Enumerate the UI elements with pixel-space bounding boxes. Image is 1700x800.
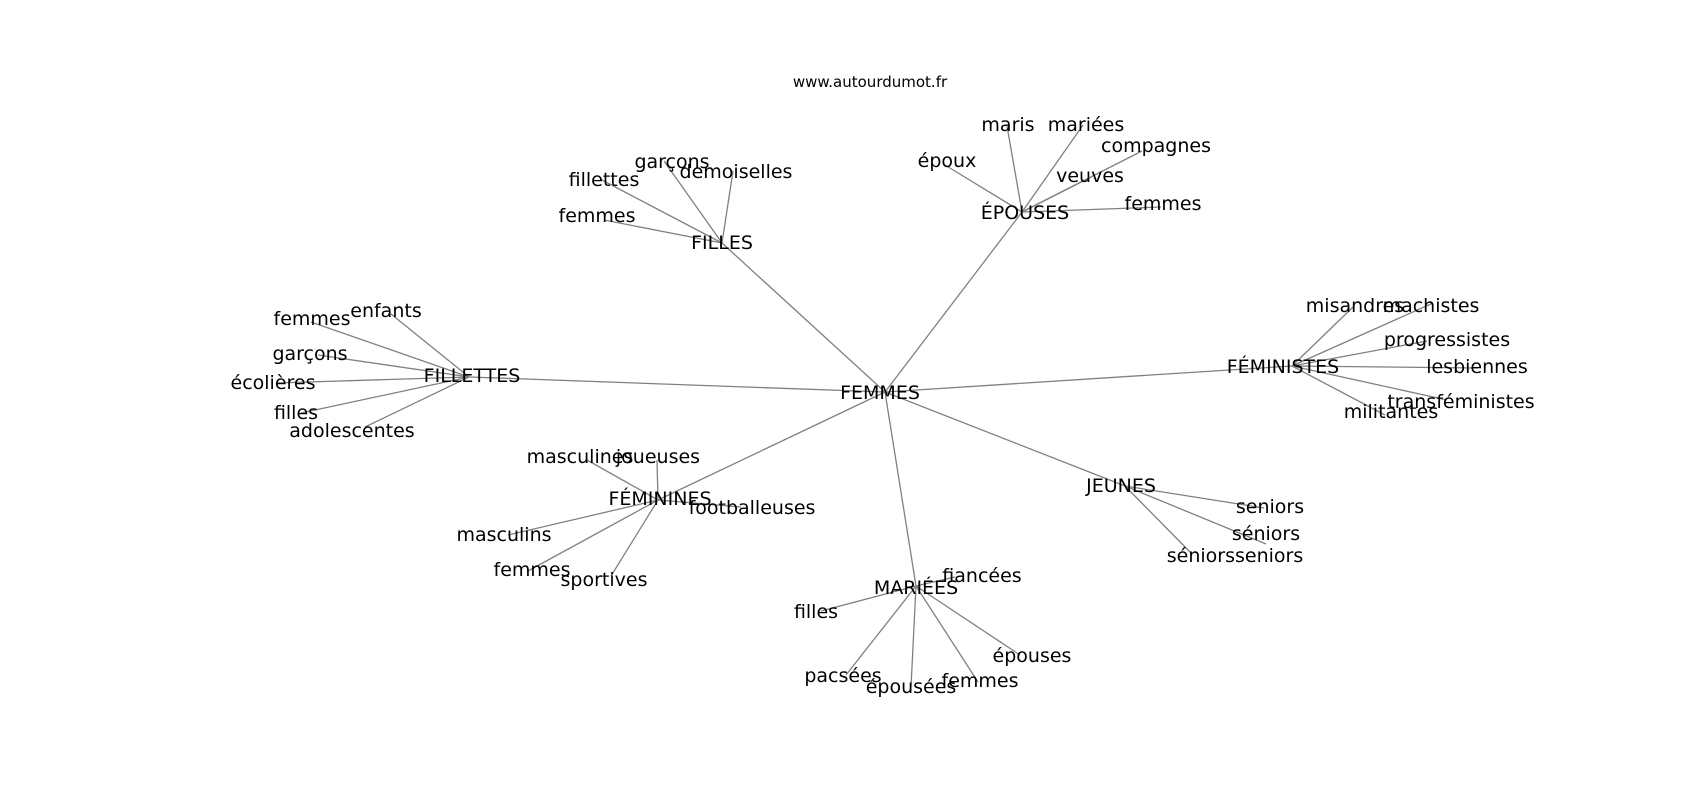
edge-filles-2 <box>721 170 734 244</box>
leaf-node-feministes-4: transféministes <box>1387 391 1534 413</box>
leaf-node-fillettes-5: adolescentes <box>289 420 414 442</box>
edge-feminines-5 <box>610 499 659 577</box>
edge-fillettes-2 <box>317 354 470 378</box>
cluster-node-feministes: FÉMINISTES <box>1227 355 1339 378</box>
leaf-node-mariees-0: fiancées <box>942 565 1021 587</box>
leaf-node-feministes-5: militantes <box>1344 401 1439 423</box>
edge-feminines-1 <box>656 459 659 501</box>
leaf-node-jeunes-2: séniorsseniors <box>1167 545 1304 567</box>
edge-epouses-2 <box>944 164 1023 213</box>
edge-feministes-2 <box>1291 340 1428 367</box>
leaf-node-mariees-2: épouses <box>993 645 1072 667</box>
edge-mariees-0 <box>915 576 956 587</box>
leaf-node-epouses-4: veuves <box>1056 165 1124 187</box>
leaf-node-fillettes-0: enfants <box>350 300 421 322</box>
leaf-node-epouses-2: époux <box>918 150 977 172</box>
leaf-node-filles-1: fillettes <box>569 169 640 191</box>
leaf-node-epouses-5: femmes <box>1125 193 1202 215</box>
edge-fillettes-0 <box>390 313 470 378</box>
edge-jeunes-0 <box>1124 485 1265 509</box>
leaf-node-filles-0: garçons <box>634 151 709 173</box>
leaf-node-jeunes-1: séniors <box>1232 523 1300 545</box>
edge-femmes-epouses <box>884 211 1023 393</box>
center-node: FEMMES <box>840 382 920 404</box>
edge-femmes-feminines <box>657 391 886 501</box>
leaf-node-epouses-3: compagnes <box>1101 135 1211 157</box>
leaf-node-mariees-1: filles <box>794 601 838 623</box>
cluster-node-fillettes: FILLETTES <box>424 365 521 387</box>
leaf-node-feminines-2: footballeuses <box>689 497 816 519</box>
edge-femmes-feministes <box>884 365 1293 393</box>
cluster-node-feminines: FÉMININES <box>608 487 711 510</box>
leaf-node-mariees-4: épousées <box>866 676 957 698</box>
graph-edges <box>275 124 1479 688</box>
edge-filles-0 <box>663 160 723 244</box>
edge-fillettes-1 <box>310 321 470 378</box>
leaf-node-filles-3: femmes <box>559 205 636 227</box>
edge-filles-1 <box>599 178 723 244</box>
graph-labels: www.autourdumot.fr FEMMES FILLESgarçonsf… <box>231 73 1535 698</box>
edge-epouses-4 <box>1021 179 1086 213</box>
edge-epouses-1 <box>1021 124 1084 213</box>
leaf-node-jeunes-0: seniors <box>1236 496 1304 518</box>
edge-mariees-3 <box>845 585 917 676</box>
edge-jeunes-2 <box>1124 485 1193 555</box>
site-url: www.autourdumot.fr <box>793 73 948 91</box>
edge-femmes-mariees <box>884 391 917 587</box>
edge-femmes-jeunes <box>884 391 1126 487</box>
leaf-node-mariees-3: pacsées <box>804 665 881 687</box>
edge-feministes-3 <box>1291 365 1479 369</box>
leaf-node-fillettes-1: femmes <box>274 308 351 330</box>
edge-mariees-4 <box>910 585 917 688</box>
leaf-node-filles-2: demoiselles <box>680 161 793 183</box>
leaf-node-feministes-1: machistes <box>1383 295 1480 317</box>
edge-feminines-0 <box>586 459 659 501</box>
edge-feministes-0 <box>1291 306 1354 367</box>
edge-feministes-4 <box>1291 365 1448 401</box>
leaf-node-feminines-0: masculines <box>527 446 634 468</box>
leaf-node-feminines-3: masculins <box>456 524 551 546</box>
edge-mariees-5 <box>915 585 979 683</box>
edge-epouses-5 <box>1021 206 1162 213</box>
leaf-node-feminines-1: joueuses <box>615 446 700 468</box>
edge-feminines-2 <box>657 499 742 508</box>
leaf-node-mariees-5: femmes <box>942 670 1019 692</box>
cluster-node-filles: FILLES <box>691 232 753 254</box>
leaf-node-feminines-4: femmes <box>494 559 571 581</box>
leaf-node-epouses-1: mariées <box>1048 114 1125 136</box>
leaf-node-fillettes-2: garçons <box>272 343 347 365</box>
leaf-node-feministes-3: lesbiennes <box>1426 356 1528 378</box>
edge-mariees-2 <box>915 585 1021 656</box>
edge-fillettes-3 <box>275 376 470 384</box>
edge-fillettes-5 <box>364 376 470 428</box>
edge-feministes-5 <box>1291 365 1386 416</box>
edge-femmes-fillettes <box>468 376 886 393</box>
cluster-node-epouses: ÉPOUSES <box>981 201 1069 224</box>
edge-femmes-filles <box>721 242 886 393</box>
cluster-node-jeunes: JEUNES <box>1085 475 1156 497</box>
leaf-node-feminines-5: sportives <box>561 569 648 591</box>
cluster-node-mariees: MARIÉES <box>874 576 958 599</box>
edge-feministes-1 <box>1291 302 1434 367</box>
leaf-node-fillettes-3: écolières <box>231 372 316 394</box>
edge-mariees-1 <box>820 585 917 612</box>
leaf-node-feministes-0: misandres <box>1306 295 1404 317</box>
edge-feminines-3 <box>507 499 659 536</box>
leaf-node-fillettes-4: filles <box>274 402 318 424</box>
edge-filles-3 <box>603 219 723 244</box>
edge-epouses-0 <box>1006 125 1023 213</box>
leaf-node-feministes-2: progressistes <box>1384 329 1510 351</box>
leaf-node-epouses-0: maris <box>981 114 1034 136</box>
edge-feminines-4 <box>527 499 659 572</box>
edge-jeunes-1 <box>1124 485 1267 545</box>
edge-fillettes-4 <box>300 376 470 414</box>
